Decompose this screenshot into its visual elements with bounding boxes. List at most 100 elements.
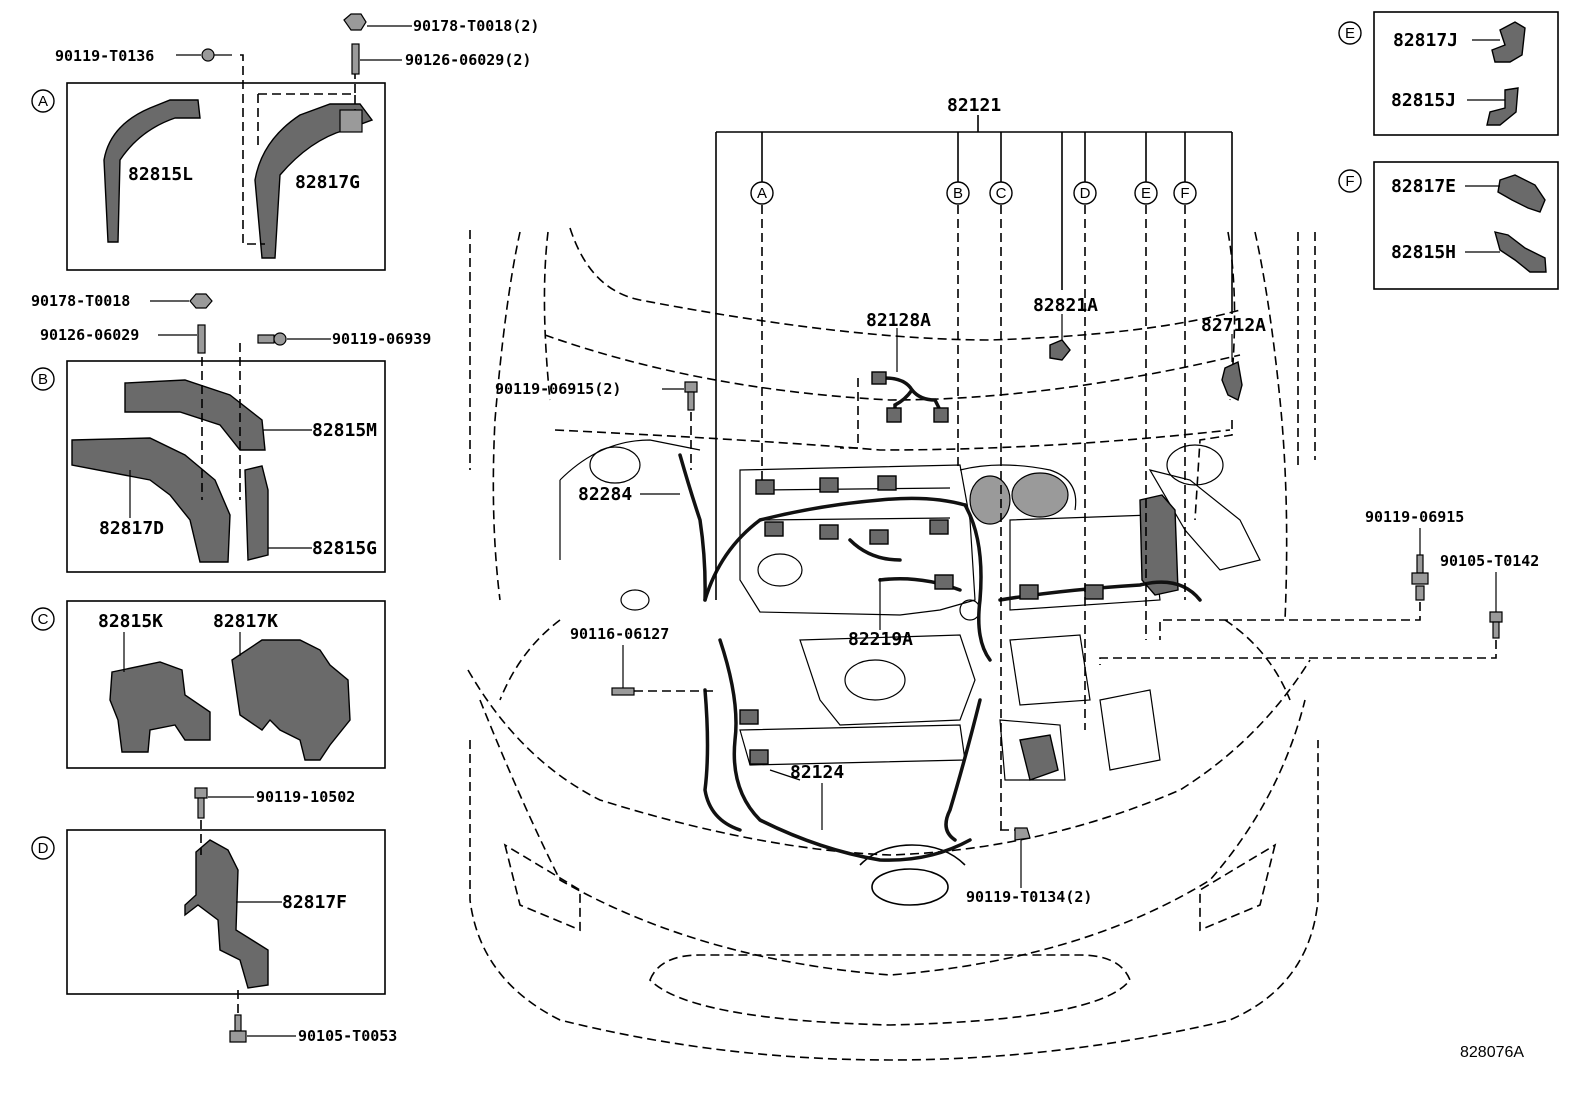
callout-letter: C <box>996 185 1007 202</box>
label-90119-06939: 90119-06939 <box>332 330 431 348</box>
label-82817D: 82817D <box>99 518 164 539</box>
inset-box-a <box>66 82 386 271</box>
label-90126-06029: 90126-06029 <box>40 326 139 344</box>
fastener-90119-T0136 <box>176 48 232 62</box>
fastener-stud-90126-06029-2 <box>351 43 402 75</box>
fastener-bolt-90119-06939 <box>257 332 331 346</box>
callout-letter: F <box>1180 185 1189 202</box>
label-82121: 82121 <box>947 95 1001 116</box>
part-82128A-cable <box>840 328 949 449</box>
label-82815K: 82815K <box>98 611 163 632</box>
fastener-90119-06915 <box>1159 528 1429 640</box>
callout-letter: A <box>38 93 48 110</box>
label-82815G: 82815G <box>312 538 377 559</box>
fastener-stud-90126-06029 <box>158 324 206 354</box>
label-82817J: 82817J <box>1393 30 1458 51</box>
callout-letter: D <box>1080 185 1091 202</box>
label-82817K: 82817K <box>213 611 278 632</box>
main-label-leaders <box>640 493 881 830</box>
label-82712A: 82712A <box>1201 315 1266 336</box>
label-90119-10502: 90119-10502 <box>256 788 355 806</box>
inset-d-parts <box>184 820 282 1020</box>
label-82128A: 82128A <box>866 310 931 331</box>
engine-wire-harness <box>678 453 1202 862</box>
vehicle-body-outline <box>467 227 1319 1061</box>
callout-a-left: A <box>31 89 55 113</box>
callout-leader-lines <box>761 205 1233 831</box>
part-82821A-relay <box>1049 314 1071 361</box>
engine-assembly <box>620 464 1261 781</box>
callout-letter: B <box>38 371 48 388</box>
main-assembly-bracket <box>715 115 1233 600</box>
part-82815K-shape <box>109 661 211 753</box>
part-82817K-shape <box>231 639 351 761</box>
label-82284: 82284 <box>578 484 632 505</box>
callout-letter: E <box>1141 185 1151 202</box>
label-90105-T0142: 90105-T0142 <box>1440 552 1539 570</box>
label-90116-06127: 90116-06127 <box>570 625 669 643</box>
callout-letter: D <box>38 840 49 857</box>
inset-box-f <box>1373 161 1559 290</box>
fastener-nut-90178-T0018 <box>150 293 213 309</box>
callout-e-right: E <box>1338 21 1362 45</box>
part-82815G-shape <box>244 465 269 561</box>
part-82817F-shape <box>184 839 269 989</box>
label-82124: 82124 <box>790 762 844 783</box>
inset-box-e <box>1373 11 1559 136</box>
label-82817G: 82817G <box>295 172 360 193</box>
label-82821A: 82821A <box>1033 295 1098 316</box>
inset-a-parts <box>103 54 374 259</box>
fastener-90105-T0142 <box>1099 572 1503 665</box>
label-90119-T0136: 90119-T0136 <box>55 47 154 65</box>
callouts-top: A B C D E F <box>750 181 1197 205</box>
callout-letter: A <box>757 185 767 202</box>
clip-icon <box>339 109 363 133</box>
inset-box-b <box>66 360 386 573</box>
part-82712A-clamp <box>1221 334 1243 402</box>
fastener-nut-90178-T0018-2 <box>343 13 412 31</box>
inset-box-c <box>66 600 386 769</box>
label-90178-T0018-2: 90178-T0018(2) <box>413 17 539 35</box>
label-82817E: 82817E <box>1391 176 1456 197</box>
part-82817J-shape <box>1491 21 1526 63</box>
callout-f-right: F <box>1338 169 1362 193</box>
fastener-bolt-90119-10502 <box>194 787 254 819</box>
callout-c-top: C <box>989 181 1013 205</box>
callout-a-top: A <box>750 181 774 205</box>
inset-f-parts <box>1465 174 1547 273</box>
label-90119-06915-2: 90119-06915(2) <box>495 380 621 398</box>
label-82817F: 82817F <box>282 892 347 913</box>
callout-letter: E <box>1345 25 1355 42</box>
callout-b-left: B <box>31 367 55 391</box>
part-82817E-shape <box>1497 174 1546 213</box>
callout-letter: B <box>953 185 963 202</box>
fastener-90119-06915-2 <box>662 381 698 470</box>
part-82815L-shape <box>103 99 201 243</box>
label-82815L: 82815L <box>128 164 193 185</box>
label-82815H: 82815H <box>1391 242 1456 263</box>
part-82817G-shape <box>254 103 374 259</box>
callout-letter: F <box>1345 173 1354 190</box>
inset-box-d <box>66 829 386 995</box>
part-82815M-shape <box>124 379 266 451</box>
part-82817D-shape <box>71 437 231 563</box>
fastener-90116-06127 <box>611 645 715 696</box>
inset-b-parts <box>71 343 312 563</box>
part-82815J-shape <box>1486 87 1519 126</box>
diagram-id: 828076A <box>1460 1044 1524 1061</box>
callout-c-left: C <box>31 607 55 631</box>
callout-d-top: D <box>1073 181 1097 205</box>
inset-c-parts <box>109 632 351 761</box>
callout-letter: C <box>38 611 49 628</box>
fastener-90119-T0134-2 <box>1014 827 1031 888</box>
label-82815M: 82815M <box>312 420 377 441</box>
label-82219A: 82219A <box>848 629 913 650</box>
label-90119-T0134-2: 90119-T0134(2) <box>966 888 1092 906</box>
label-90178-T0018: 90178-T0018 <box>31 292 130 310</box>
label-90119-06915: 90119-06915 <box>1365 508 1464 526</box>
callout-f-top: F <box>1173 181 1197 205</box>
part-82815H-shape <box>1494 231 1547 273</box>
label-90126-06029-2: 90126-06029(2) <box>405 51 531 69</box>
label-82815J: 82815J <box>1391 90 1456 111</box>
